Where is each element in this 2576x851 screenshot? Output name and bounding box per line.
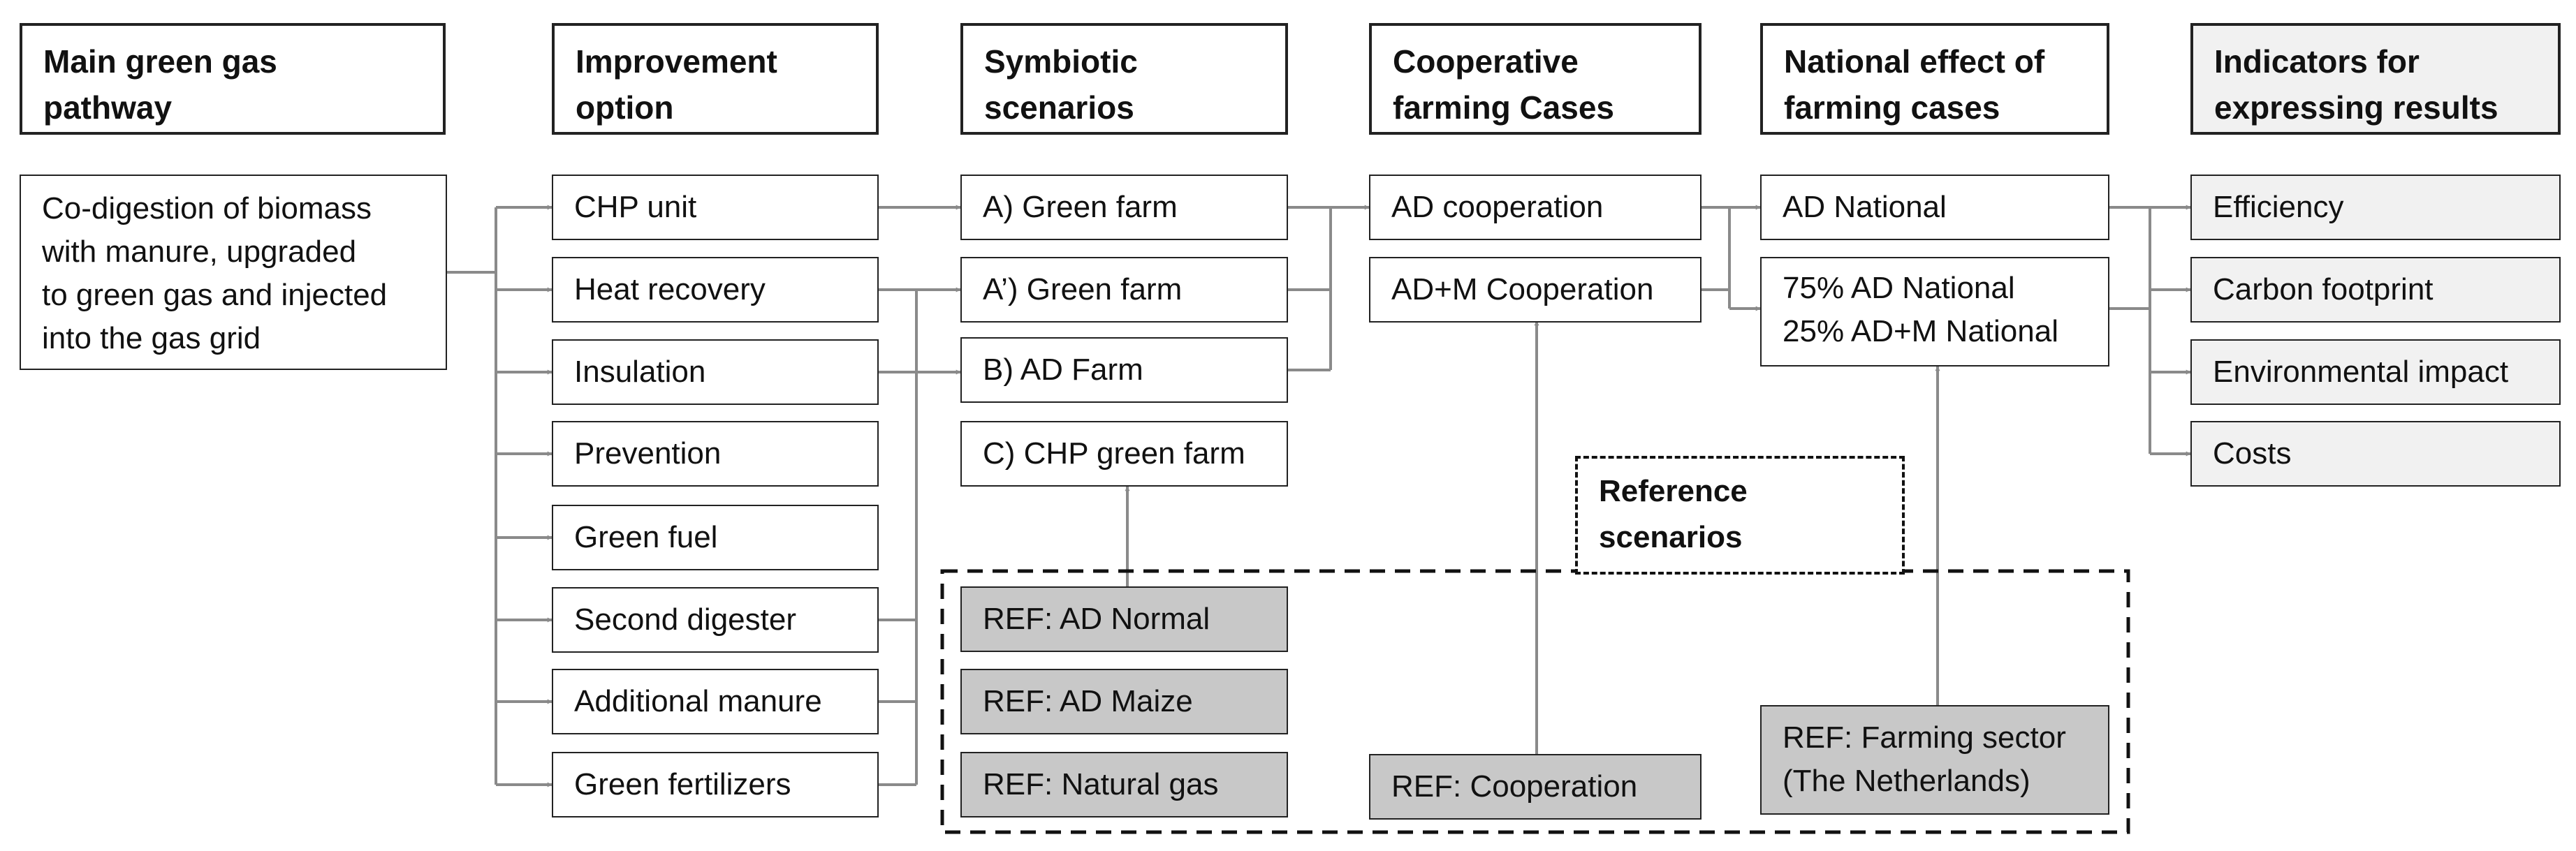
ref-ad-maize: REF: AD Maize [960,669,1288,734]
ref-natural-gas: REF: Natural gas [960,752,1288,817]
case-ad-cooperation: AD cooperation [1369,175,1702,240]
ref-farming-sector: REF: Farming sector (The Netherlands) [1760,705,2109,815]
ref-ad-normal: REF: AD Normal [960,586,1288,652]
national-mixed: 75% AD National 25% AD+M National [1760,257,2109,367]
header-cooperative-line2: farming Cases [1393,89,1615,126]
ref-cooperation: REF: Cooperation [1369,754,1702,820]
indicator-carbon-footprint: Carbon footprint [2190,257,2561,323]
scenario-ad-farm: B) AD Farm [960,337,1288,403]
reference-title-line2: scenarios [1599,520,1743,554]
header-symbiotic-line1: Symbiotic [984,43,1138,80]
header-pathway-line1: Main green gas [43,43,277,80]
scenario-chp-green-farm: C) CHP green farm [960,421,1288,487]
option-insulation: Insulation [552,339,879,405]
header-improvement-line1: Improvement [576,43,777,80]
ref-farming-sector-line1: REF: Farming sector [1783,720,2066,755]
header-cooperative: Cooperative farming Cases [1369,23,1702,135]
national-mixed-line1: 75% AD National [1783,271,2015,305]
reference-title-line1: Reference [1599,474,1748,508]
header-national: National effect of farming cases [1760,23,2109,135]
pathway-line3: to green gas and injected [42,278,388,312]
case-adm-cooperation: AD+M Cooperation [1369,257,1702,323]
option-green-fertilizers: Green fertilizers [552,752,879,817]
pathway-line2: with manure, upgraded [42,235,357,269]
option-prevention: Prevention [552,421,879,487]
indicator-costs: Costs [2190,421,2561,487]
national-ad: AD National [1760,175,2109,240]
scenario-green-farm: A) Green farm [960,175,1288,240]
pathway-line4: into the gas grid [42,321,261,355]
ref-farming-sector-line2: (The Netherlands) [1783,764,2030,798]
reference-title: Reference scenarios [1575,456,1905,575]
scenario-green-farm-prime: A’) Green farm [960,257,1288,323]
option-second-digester: Second digester [552,587,879,653]
header-symbiotic-line2: scenarios [984,89,1134,126]
header-national-line1: National effect of [1784,43,2045,80]
header-symbiotic: Symbiotic scenarios [960,23,1288,135]
header-pathway-line2: pathway [43,89,173,126]
option-chp-unit: CHP unit [552,175,879,240]
pathway-box: Co-digestion of biomass with manure, upg… [20,175,447,370]
option-heat-recovery: Heat recovery [552,257,879,323]
header-indicators-line2: expressing results [2214,89,2498,126]
pathway-line1: Co-digestion of biomass [42,191,372,225]
header-indicators-line1: Indicators for [2214,43,2420,80]
indicator-efficiency: Efficiency [2190,175,2561,240]
reference-region [940,569,2130,834]
national-mixed-line2: 25% AD+M National [1783,314,2058,348]
indicator-environmental-impact: Environmental impact [2190,339,2561,405]
header-indicators: Indicators for expressing results [2190,23,2561,135]
header-improvement: Improvement option [552,23,879,135]
header-cooperative-line1: Cooperative [1393,43,1579,80]
option-green-fuel: Green fuel [552,505,879,570]
option-additional-manure: Additional manure [552,669,879,734]
header-pathway: Main green gas pathway [20,23,446,135]
header-improvement-line2: option [576,89,674,126]
header-national-line2: farming cases [1784,89,2000,126]
